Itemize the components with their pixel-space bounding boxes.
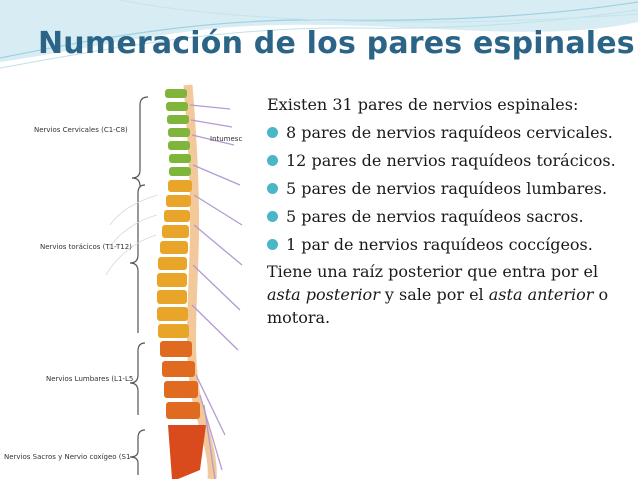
- header-swoosh-decoration: [0, 0, 638, 69]
- slide-content: Existen 31 pares de nervios espinales: 8…: [267, 93, 622, 329]
- bullet-text: 5 pares de nervios raquídeos lumbares.: [286, 179, 608, 198]
- bullet-text: 1 par de nervios raquídeos coccígeos.: [286, 235, 593, 254]
- closing-emphasis-posterior: asta posterior: [267, 285, 380, 304]
- circle-bullet-icon: [267, 155, 278, 166]
- closing-text-2: y sale por el: [379, 285, 489, 304]
- bullet-text: 5 pares de nervios raquídeos sacros.: [286, 207, 584, 226]
- bullet-list: 8 pares de nervios raquídeos cervicales.…: [267, 121, 622, 256]
- figure-label-intumescence: Intumesc: [210, 135, 243, 143]
- figure-label-thoracic: Nervios torácicos (T1-T12): [40, 243, 132, 251]
- figure-label-cervical: Nervios Cervicales (C1-C8): [34, 126, 128, 134]
- intro-text: Existen 31 pares de nervios espinales:: [267, 95, 579, 114]
- circle-bullet-icon: [267, 127, 278, 138]
- bullet-item: 5 pares de nervios raquídeos sacros.: [267, 205, 622, 228]
- figure-label-sacral: Nervios Sacros y Nervio coxígeo (S1-: [4, 453, 133, 461]
- closing-text-1: Tiene una raíz posterior que entra por e…: [267, 262, 599, 281]
- slide-title: Numeración de los pares espinales: [38, 26, 635, 61]
- bullet-item: 1 par de nervios raquídeos coccígeos.: [267, 233, 622, 256]
- figure-label-lumbar: Nervios Lumbares (L1-L5: [46, 375, 134, 383]
- closing-emphasis-anterior: asta anterior: [488, 285, 594, 304]
- bullet-text: 8 pares de nervios raquídeos cervicales.: [286, 123, 613, 142]
- spinal-nerves-figure: Nervios Cervicales (C1-C8) Nervios torác…: [0, 75, 248, 479]
- circle-bullet-icon: [267, 211, 278, 222]
- bullet-text: 12 pares de nervios raquídeos torácicos.: [286, 151, 616, 170]
- bullet-item: 12 pares de nervios raquídeos torácicos.: [267, 149, 622, 172]
- circle-bullet-icon: [267, 183, 278, 194]
- circle-bullet-icon: [267, 239, 278, 250]
- bullet-item: 5 pares de nervios raquídeos lumbares.: [267, 177, 622, 200]
- spine-illustration: [0, 75, 248, 479]
- bullet-item: 8 pares de nervios raquídeos cervicales.: [267, 121, 622, 144]
- closing-text-3: o motora.: [267, 285, 609, 327]
- closing-paragraph: Tiene una raíz posterior que entra por e…: [267, 260, 622, 329]
